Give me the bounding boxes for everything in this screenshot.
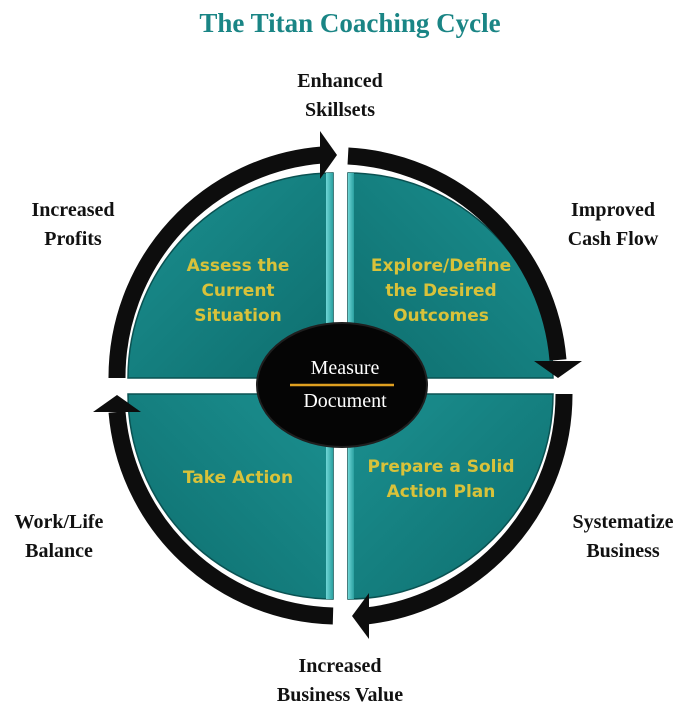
quadrant-edge-highlight bbox=[326, 394, 333, 599]
arrowhead-bottom bbox=[352, 593, 369, 639]
quadrant-label-take-action: Take Action bbox=[182, 468, 294, 488]
diagram-title: The Titan Coaching Cycle bbox=[199, 8, 501, 38]
label-enhanced-skillsets: Enhanced Skillsets bbox=[297, 70, 383, 121]
quadrant-label-explore: Explore/Define the Desired Outcomes bbox=[370, 256, 512, 326]
arrow-top-left bbox=[108, 146, 323, 379]
arrowhead-top bbox=[320, 131, 337, 179]
quadrant-edge-highlight bbox=[348, 394, 354, 599]
arrowhead-right bbox=[534, 361, 582, 378]
label-increased-business-value: Increased Business Value bbox=[276, 655, 404, 706]
label-work-life-balance: Work/Life Balance bbox=[14, 511, 104, 562]
quadrant-label-prepare: Prepare a Solid Action Plan bbox=[367, 457, 515, 502]
cycle-arrows bbox=[108, 146, 573, 625]
label-systematize-business: Systematize Business bbox=[572, 511, 674, 562]
quadrant-label-assess: Assess the Current Situation bbox=[186, 256, 290, 326]
center-label-document: Document bbox=[303, 390, 387, 412]
arrow-top-right bbox=[347, 147, 567, 361]
quadrant-bottom-left bbox=[127, 393, 334, 600]
arrow-bottom-right bbox=[365, 393, 573, 625]
arrow-bottom-left bbox=[108, 411, 334, 625]
arrowhead-left bbox=[93, 395, 141, 412]
quadrant-edge-highlight bbox=[326, 173, 333, 378]
center-label-measure: Measure bbox=[310, 357, 380, 379]
arrow-heads bbox=[93, 131, 582, 639]
label-improved-cash-flow: Improved Cash Flow bbox=[567, 199, 659, 250]
quadrant-edge-highlight bbox=[348, 173, 354, 378]
label-increased-profits: Increased Profits bbox=[31, 199, 115, 250]
quadrant-bottom-right bbox=[347, 393, 554, 600]
quadrant-top-left bbox=[127, 172, 334, 379]
